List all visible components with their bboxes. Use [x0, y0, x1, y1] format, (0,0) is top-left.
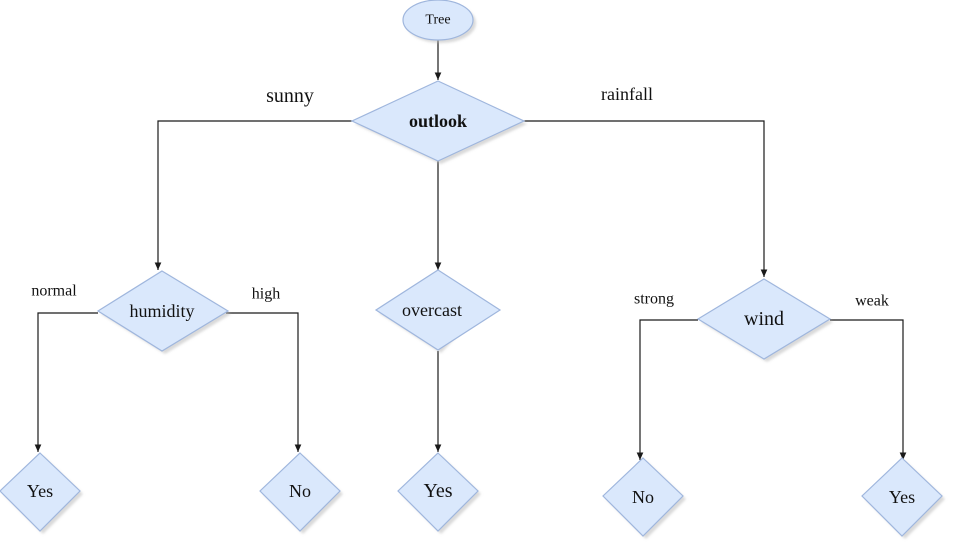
leaf-weak-yes-shape — [861, 457, 943, 537]
humidity-node-label: humidity — [129, 301, 194, 321]
node-outlook: outlook — [350, 80, 526, 162]
leaf-overcast-yes-shape — [397, 452, 479, 532]
tree-node-label: Tree — [425, 13, 450, 28]
edges — [34, 40, 907, 460]
outlook-node-label: outlook — [409, 111, 467, 131]
leaf-strong-no: No — [602, 457, 684, 537]
leaf-strong-no-label: No — [632, 487, 654, 507]
edge-label-normal: normal — [31, 283, 77, 300]
leaf-overcast-yes-label: Yes — [423, 480, 452, 502]
node-shadows — [3, 3, 945, 539]
edge-labels: sunny rainfall normal high strong weak — [31, 84, 889, 310]
edge-label-weak: weak — [855, 293, 889, 310]
tree-node-shape — [402, 0, 474, 41]
overcast-node-label: overcast — [402, 300, 462, 320]
wind-node-label: wind — [744, 308, 784, 330]
leaf-strong-no-shape — [602, 457, 684, 537]
leaf-high-no-label: No — [289, 481, 311, 501]
leaf-normal-yes-shape — [0, 452, 81, 532]
leaf-normal-yes-label: Yes — [27, 481, 53, 501]
node-humidity: humidity — [96, 270, 230, 352]
edge-rainfall — [524, 120, 768, 277]
leaf-normal-yes: Yes — [0, 452, 81, 532]
edge-high — [226, 312, 302, 452]
humidity-node-shape — [96, 270, 230, 352]
edge-label-sunny: sunny — [266, 85, 314, 107]
node-wind: wind — [696, 278, 832, 360]
overcast-node-shape — [374, 269, 502, 351]
edge-weak — [830, 319, 907, 460]
leaf-high-no: No — [259, 452, 341, 532]
outlook-node-shape — [350, 80, 526, 162]
leaf-overcast-yes: Yes — [397, 452, 479, 532]
edge-label-rainfall: rainfall — [601, 84, 653, 104]
leaf-weak-yes-label: Yes — [889, 487, 915, 507]
edge-label-high: high — [252, 286, 280, 303]
edge-sunny — [154, 120, 352, 270]
edge-strong — [636, 319, 698, 460]
leaf-weak-yes: Yes — [861, 457, 943, 537]
edge-label-strong: strong — [634, 291, 674, 308]
wind-node-shape — [696, 278, 832, 360]
edge-normal — [34, 312, 98, 452]
node-tree: Tree — [402, 0, 474, 41]
node-overcast: overcast — [374, 269, 502, 351]
leaf-high-no-shape — [259, 452, 341, 532]
